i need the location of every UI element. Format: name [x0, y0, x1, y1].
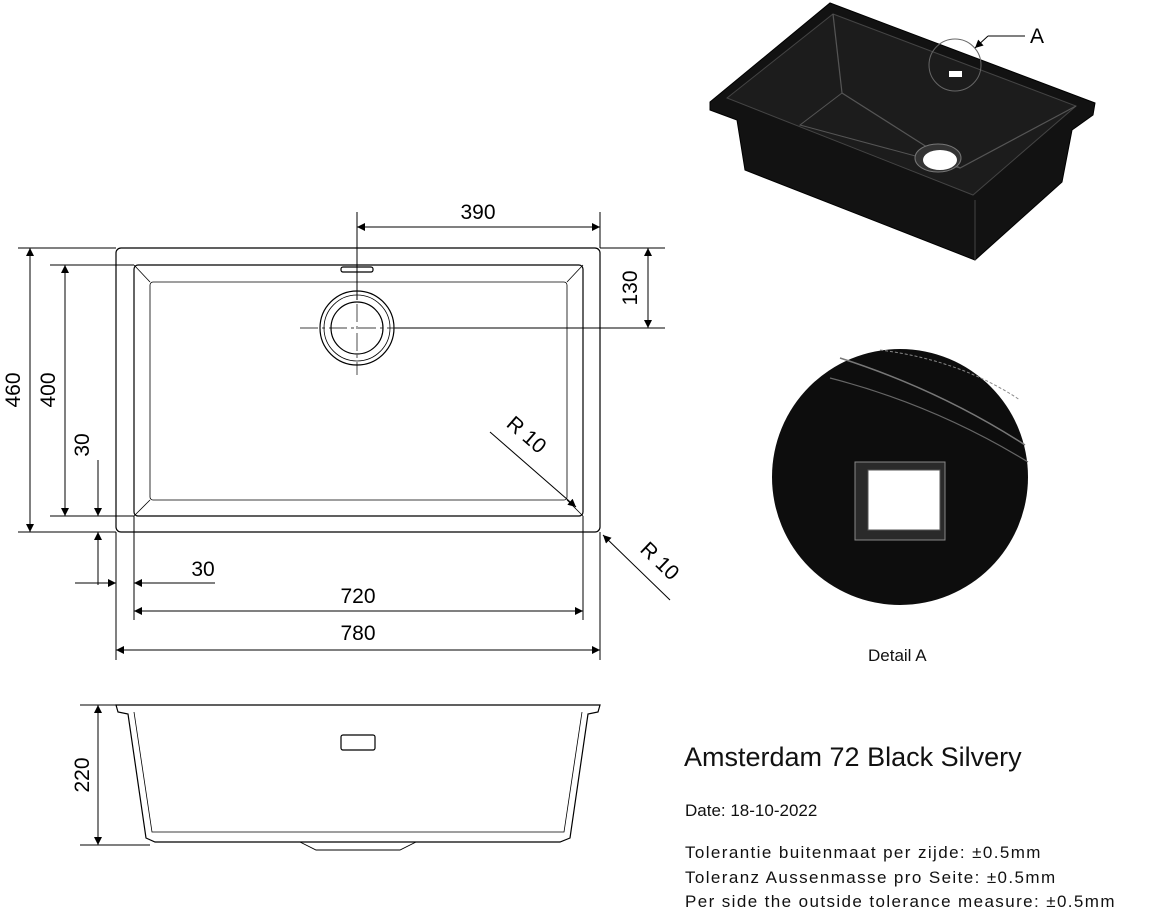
dim-220: 220: [71, 757, 94, 792]
dim-460: 460: [2, 372, 25, 407]
detail-a-view: [772, 349, 1029, 605]
inner-outline: [133, 264, 584, 517]
dimension-lines: [18, 212, 671, 846]
dim-30-vertical: 30: [71, 433, 94, 456]
dim-390: 390: [460, 201, 495, 224]
dim-inner-radius: R 10: [502, 412, 551, 458]
outer-outline: [115, 247, 601, 533]
top-view: [115, 247, 601, 533]
dim-outer-radius: R 10: [636, 538, 684, 585]
detail-slot: [949, 71, 962, 77]
tolerance-de: Toleranz Aussenmasse pro Seite: ±0.5mm: [685, 868, 1057, 887]
tolerance-nl: Tolerantie buitenmaat per zijde: ±0.5mm: [685, 843, 1042, 862]
dim-720: 720: [340, 585, 375, 608]
detail-a-label: Detail A: [868, 646, 927, 665]
dim-30-horizontal: 30: [191, 558, 214, 581]
dim-400: 400: [37, 372, 60, 407]
product-title: Amsterdam 72 Black Silvery: [684, 742, 1022, 772]
tolerance-en: Per side the outside tolerance measure: …: [685, 892, 1116, 911]
side-view: [115, 704, 601, 851]
dim-130: 130: [619, 270, 642, 305]
drawing-date: Date: 18-10-2022: [685, 801, 818, 820]
centerlines: [300, 275, 420, 375]
dimension-labels: 390 130 460 400 30 30 720 780 R 10 R 10 …: [2, 201, 683, 793]
detail-marker: A: [1030, 25, 1044, 48]
dim-780: 780: [340, 622, 375, 645]
isometric-sink-view: A: [709, 2, 1096, 261]
basin-floor: [149, 281, 568, 501]
